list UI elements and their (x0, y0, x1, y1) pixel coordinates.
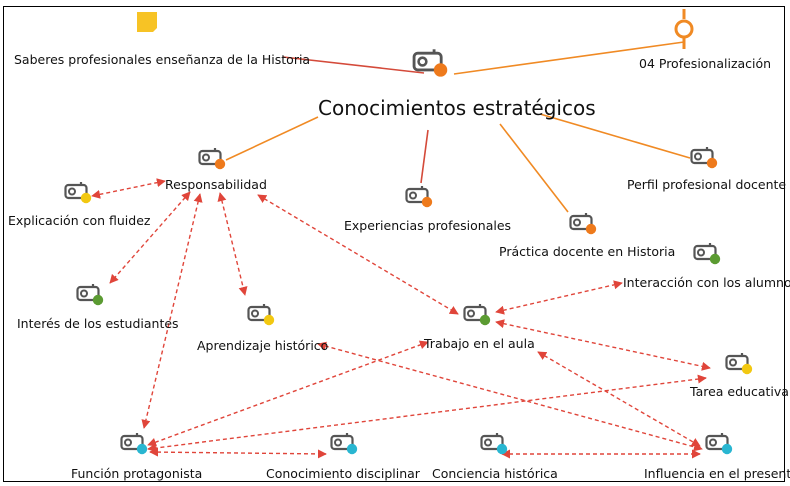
edge-responsab-aprendizaje (217, 192, 248, 296)
node-label-conciencia[interactable]: Conciencia histórica (432, 466, 558, 481)
edge-saberes-center (282, 56, 425, 74)
node-label-interes[interactable]: Interés de los estudiantes (17, 316, 179, 331)
edge-funcion-conocdisc (149, 447, 327, 459)
code-icon (198, 148, 226, 170)
code-icon (120, 433, 148, 455)
theme-icon (674, 9, 694, 49)
canvas-frame (3, 6, 785, 482)
edge-center-perfil (539, 113, 691, 159)
node-label-saberes[interactable]: Saberes profesionales enseñanza de la Hi… (14, 52, 311, 67)
node-label-interaccion[interactable]: Interacción con los alumnos (623, 275, 790, 290)
memo-icon (137, 12, 157, 32)
edge-responsab-interes (109, 191, 191, 284)
edge-center-practica (499, 123, 569, 213)
node-label-aprendizaje[interactable]: Aprendizaje histórico (197, 338, 329, 353)
edge-center-profesional04 (453, 41, 685, 75)
node-label-explicacion[interactable]: Explicación con fluidez (8, 213, 151, 228)
code-icon (480, 433, 508, 455)
code-icon (330, 433, 358, 455)
node-label-funcion[interactable]: Función protagonista (71, 466, 203, 481)
code-icon (693, 243, 721, 265)
code-icon (412, 49, 448, 77)
node-label-tarea[interactable]: Tarea educativa (690, 384, 789, 399)
edge-trabajo-interaccion (495, 280, 623, 315)
code-icon (690, 147, 718, 169)
node-label-center[interactable]: Conocimientos estratégicos (318, 96, 596, 120)
edge-center-experiencias (420, 129, 429, 184)
edge-tarea-funcion (147, 374, 707, 453)
node-label-trabajo[interactable]: Trabajo en el aula (424, 336, 535, 351)
node-label-perfil[interactable]: Perfil profesional docente (627, 177, 787, 192)
edge-responsab-trabajo (257, 194, 459, 315)
node-label-practica[interactable]: Práctica docente en Historia (499, 244, 676, 259)
code-icon (247, 304, 275, 326)
code-icon (725, 353, 753, 375)
code-icon (705, 433, 733, 455)
code-icon (64, 182, 92, 204)
node-label-profesional04[interactable]: 04 Profesionalización (639, 56, 772, 71)
code-icon (569, 213, 597, 235)
edge-responsab-explicacion (91, 178, 166, 199)
code-icon (405, 186, 433, 208)
node-label-experiencias[interactable]: Experiencias profesionales (344, 218, 512, 233)
node-label-conocdisc[interactable]: Conocimiento disciplinar (266, 466, 420, 481)
edge-responsab-funcion (141, 193, 203, 429)
code-icon (76, 284, 104, 306)
edge-center-responsab (225, 116, 319, 161)
node-label-responsab[interactable]: Responsabilidad (165, 177, 267, 192)
code-icon (463, 304, 491, 326)
node-label-influencia[interactable]: Influencia en el presente (644, 466, 790, 481)
